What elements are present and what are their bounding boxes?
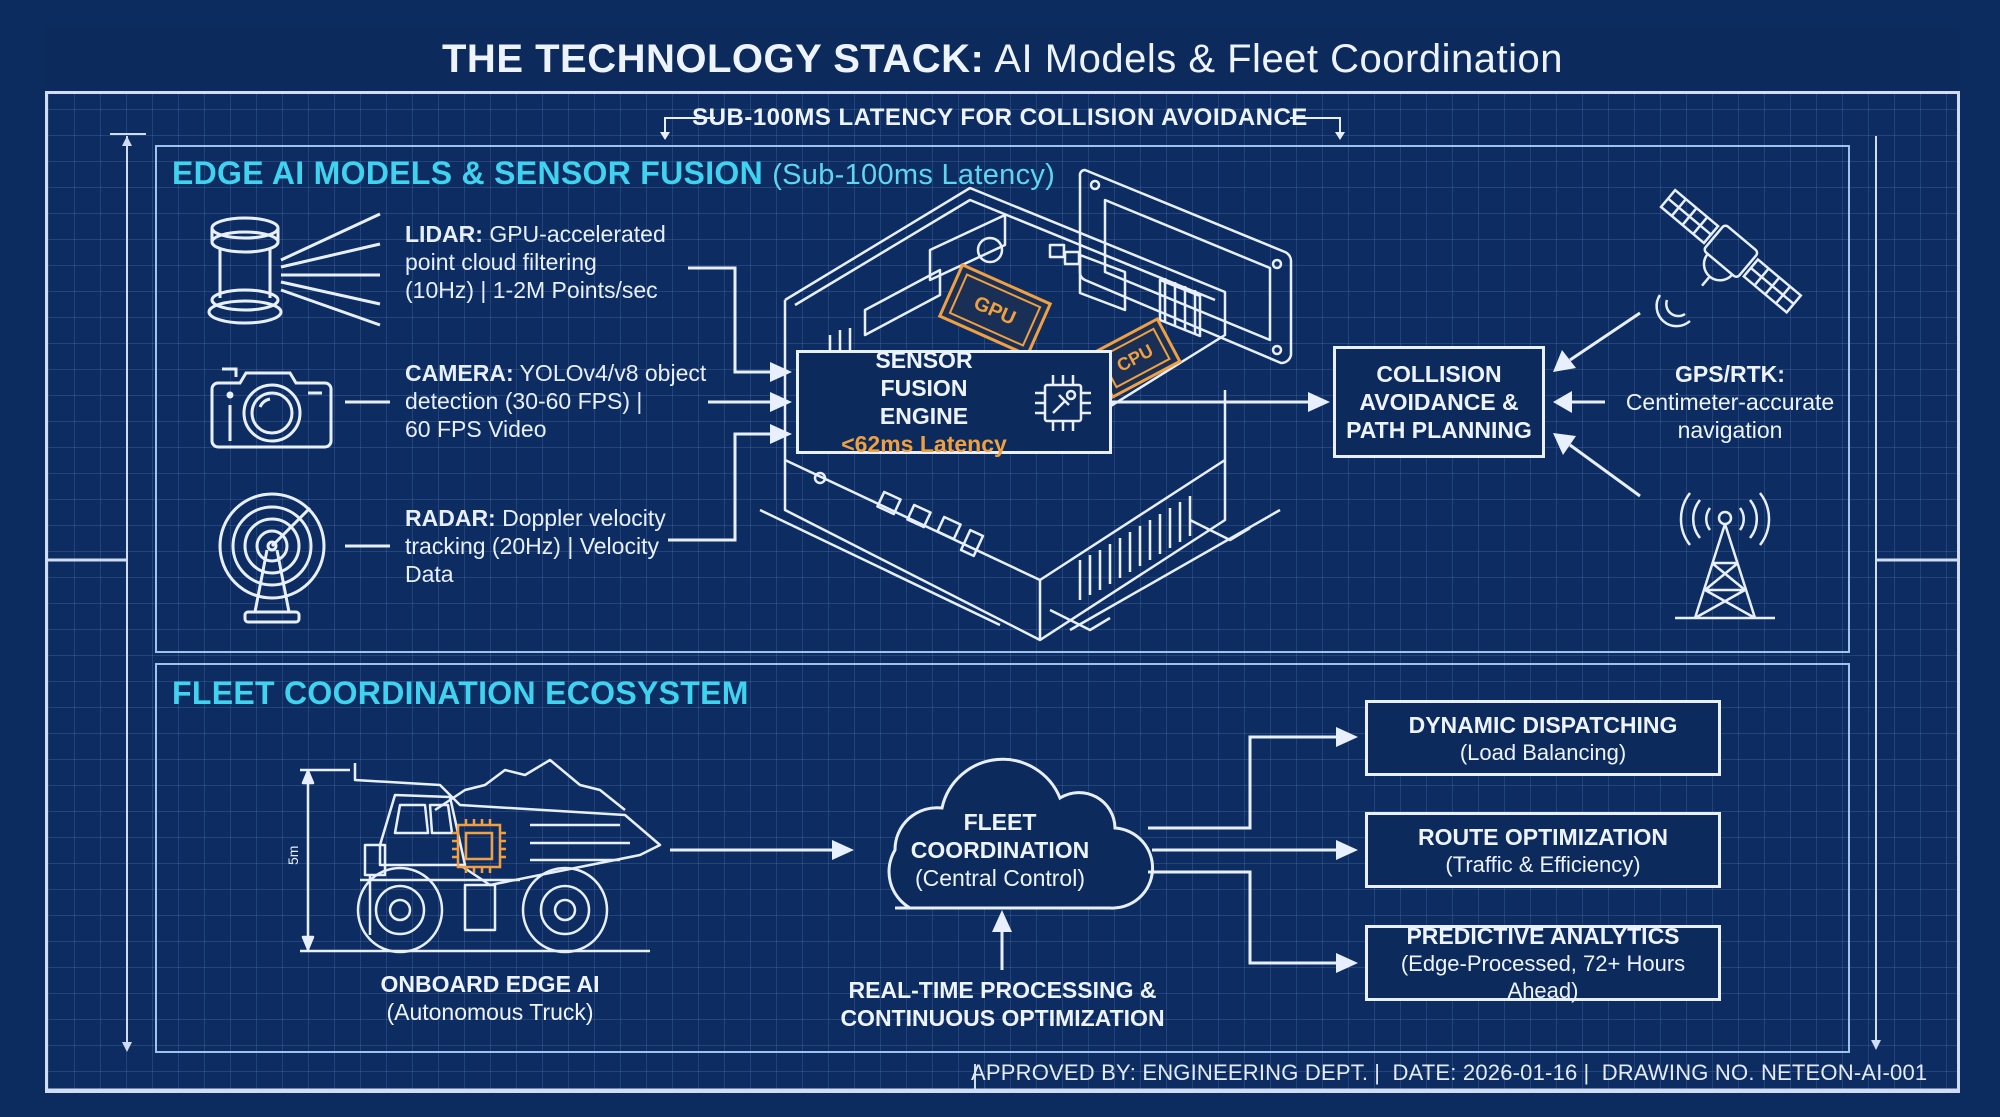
fusion-line-1: SENSOR FUSION bbox=[875, 347, 973, 401]
edge-panel-title-text: EDGE AI MODELS & SENSOR FUSION bbox=[172, 155, 763, 191]
radar-label: RADAR: bbox=[405, 505, 496, 531]
camera-line-2: detection (30-60 FPS) | bbox=[405, 388, 643, 414]
output-title-2: ROUTE OPTIMIZATION bbox=[1417, 823, 1668, 850]
onboard-edge-ai-label: ONBOARD EDGE AI (Autonomous Truck) bbox=[345, 970, 635, 1026]
fusion-line-2: ENGINE bbox=[879, 403, 969, 429]
predictive-analytics-box: PREDICTIVE ANALYTICS (Edge-Processed, 72… bbox=[1365, 923, 1721, 1003]
edge-panel-subtitle: (Sub-100ms Latency) bbox=[772, 159, 1056, 191]
camera-connector bbox=[345, 400, 390, 404]
fleet-coordination-panel bbox=[155, 663, 1850, 1053]
ai-chip-icon bbox=[1035, 375, 1091, 431]
title-light: AI Models & Fleet Coordination bbox=[994, 37, 1563, 81]
truck-title: ONBOARD EDGE AI bbox=[380, 971, 600, 997]
lidar-label: LIDAR: bbox=[405, 221, 483, 247]
camera-label: CAMERA: bbox=[405, 360, 514, 386]
sensor-fusion-engine-box: SENSOR FUSION ENGINE <62ms Latency bbox=[796, 347, 1112, 457]
lidar-icon bbox=[207, 212, 381, 327]
collision-line-1: COLLISION bbox=[1376, 361, 1502, 387]
fusion-to-collision-arrow bbox=[1112, 392, 1330, 412]
output-sub-3: (Edge-Processed, 72+ Hours Ahead) bbox=[1400, 951, 1686, 1003]
fleet-coordination-cloud: FLEET COORDINATION (Central Control) bbox=[880, 808, 1120, 892]
processing-line-1: REAL-TIME PROCESSING & bbox=[848, 977, 1157, 1003]
lidar-line-1: GPU-accelerated bbox=[489, 221, 666, 247]
fleet-cloud-shape bbox=[887, 757, 1154, 910]
radar-line-2: tracking (20Hz) | Velocity bbox=[405, 533, 659, 559]
output-title-1: DYNAMIC DISPATCHING bbox=[1408, 711, 1678, 738]
gps-title: GPS/RTK: bbox=[1675, 361, 1785, 387]
edge-computer-illustration: GPU CPU bbox=[759, 168, 1293, 642]
footer-approved: APPROVED BY: ENGINEERING DEPT. bbox=[971, 1060, 1369, 1085]
satellite-icon bbox=[1655, 188, 1803, 328]
truck-sub: (Autonomous Truck) bbox=[386, 999, 594, 1025]
radar-description: RADAR: Doppler velocity tracking (20Hz) … bbox=[405, 504, 666, 588]
gps-line-2: navigation bbox=[1677, 417, 1783, 443]
radar-line-1: Doppler velocity bbox=[502, 505, 666, 531]
gps-rtk-label: GPS/RTK: Centimeter-accurate navigation bbox=[1610, 360, 1850, 444]
autonomous-truck-illustration: 5m bbox=[285, 758, 662, 954]
truck-to-cloud-arrow bbox=[670, 840, 854, 860]
radar-connector bbox=[345, 544, 390, 548]
collision-avoidance-box: COLLISION AVOIDANCE & PATH PLANNING bbox=[1333, 346, 1545, 458]
latency-banner-arrows bbox=[660, 117, 1345, 140]
latency-banner: SUB-100MS LATENCY FOR COLLISION AVOIDANC… bbox=[692, 104, 1308, 131]
collision-line-2: AVOIDANCE & bbox=[1359, 389, 1519, 415]
lidar-description: LIDAR: GPU-accelerated point cloud filte… bbox=[405, 220, 666, 304]
processing-to-cloud-arrow bbox=[992, 910, 1012, 970]
title-block-footer: APPROVED BY: ENGINEERING DEPT.| DATE: 20… bbox=[971, 1060, 1928, 1085]
truck-dimension-label: 5m bbox=[285, 846, 301, 865]
output-title-3: PREDICTIVE ANALYTICS bbox=[1406, 923, 1680, 949]
gps-line-1: Centimeter-accurate bbox=[1625, 389, 1835, 415]
footer-date: DATE: 2026-01-16 bbox=[1392, 1060, 1578, 1085]
page-title: THE TECHNOLOGY STACK: AI Models & Fleet … bbox=[45, 28, 1960, 94]
dynamic-dispatching-box: DYNAMIC DISPATCHING (Load Balancing) bbox=[1365, 700, 1721, 776]
lidar-line-3: (10Hz) | 1-2M Points/sec bbox=[405, 277, 658, 303]
output-sub-2: (Traffic & Efficiency) bbox=[1445, 851, 1641, 877]
cloud-sub: (Central Control) bbox=[915, 865, 1085, 891]
camera-description: CAMERA: YOLOv4/v8 object detection (30-6… bbox=[405, 359, 706, 443]
lidar-line-2: point cloud filtering bbox=[405, 249, 597, 275]
fusion-latency: <62ms Latency bbox=[841, 431, 1007, 457]
cell-tower-icon bbox=[1675, 492, 1775, 620]
blueprint-frame bbox=[45, 28, 1960, 1093]
realtime-processing-label: REAL-TIME PROCESSING & CONTINUOUS OPTIMI… bbox=[820, 976, 1185, 1032]
route-optimization-box: ROUTE OPTIMIZATION (Traffic & Efficiency… bbox=[1365, 812, 1721, 888]
footer-drawing-number: DRAWING NO. NETEON-AI-001 bbox=[1601, 1060, 1928, 1085]
camera-line-1: YOLOv4/v8 object bbox=[519, 360, 707, 386]
cloud-line-1: FLEET bbox=[963, 809, 1037, 835]
camera-line-3: 60 FPS Video bbox=[405, 416, 547, 442]
edge-ai-panel bbox=[155, 145, 1850, 653]
edge-panel-title: EDGE AI MODELS & SENSOR FUSION (Sub-100m… bbox=[172, 155, 1055, 192]
output-sub-1: (Load Balancing) bbox=[1459, 739, 1627, 765]
fleet-panel-title: FLEET COORDINATION ECOSYSTEM bbox=[172, 675, 749, 711]
collision-line-3: PATH PLANNING bbox=[1346, 417, 1532, 443]
cloud-line-2: COORDINATION bbox=[910, 837, 1090, 863]
camera-icon bbox=[210, 367, 333, 449]
radar-line-3: Data bbox=[405, 561, 454, 587]
radar-icon bbox=[218, 492, 326, 624]
processing-line-2: CONTINUOUS OPTIMIZATION bbox=[840, 1005, 1165, 1031]
title-bold: THE TECHNOLOGY STACK: bbox=[442, 37, 985, 81]
